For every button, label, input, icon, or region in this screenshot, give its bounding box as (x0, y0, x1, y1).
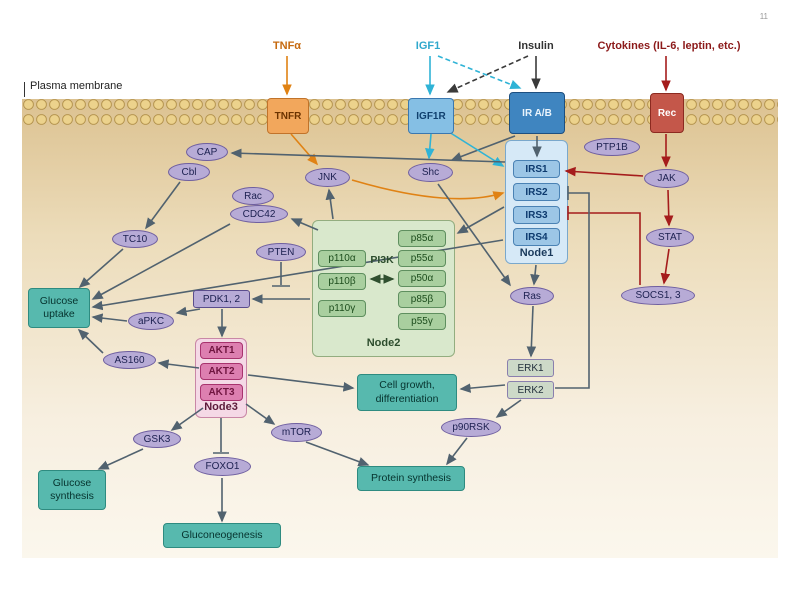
node-p110a: p110α (318, 250, 366, 267)
node-jak: JAK (644, 169, 689, 188)
node-akt3: AKT3 (200, 384, 243, 401)
node-mtor: mTOR (271, 423, 322, 442)
arrow-jak-stat (663, 189, 674, 227)
arrow-node2-cdc42 (290, 218, 319, 231)
arrow-ir-cap-cbl (230, 148, 506, 163)
node2-title: Node2 (366, 337, 401, 349)
node-p50a: p50α (398, 270, 446, 287)
arrow-erk2-p90rsk (495, 399, 522, 418)
receptor-ir-ab: IR A/B (509, 92, 565, 134)
arrow-erk-cell-growth (459, 383, 506, 393)
node-socs: SOCS1, 3 (621, 286, 695, 305)
arrow-igf1r-shc (425, 133, 435, 160)
node3-title: Node3 (204, 401, 238, 413)
arrow-jnk-irs (351, 179, 505, 201)
inhibit-socs-irs (567, 206, 641, 285)
arrow-as160-glucose-uptake (77, 328, 104, 354)
node-p110b: p110β (318, 273, 366, 290)
node-p85b: p85β (398, 291, 446, 308)
node-stat: STAT (646, 228, 694, 247)
node-pten: PTEN (256, 243, 306, 261)
arrow-jak-irs1 (564, 166, 644, 177)
process-cell-growth: Cell growth, differentiation (357, 374, 457, 411)
receptor-rec: Rec (650, 93, 684, 133)
node-p110g: p110γ (318, 300, 366, 317)
membrane-label-tick (24, 82, 25, 97)
arrow-cbl-tc10 (145, 181, 181, 230)
node-irs4: IRS4 (513, 228, 560, 246)
node-cdc42: CDC42 (230, 205, 288, 223)
pi3k-label: PI3K (370, 254, 394, 266)
node-erk1: ERK1 (507, 359, 554, 377)
arrow-node1-ras (530, 264, 540, 286)
node-foxo1: FOXO1 (194, 457, 251, 476)
arrow-shc-ras (437, 183, 511, 287)
node-pdk12: PDK1, 2 (193, 290, 250, 308)
arrow-p90rsk-protein-synthesis (446, 437, 468, 466)
node-p55g: p55γ (398, 313, 446, 330)
arrow-insulin-igf1r-dashed (446, 55, 529, 93)
node-gsk3: GSK3 (133, 430, 181, 448)
node-irs2: IRS2 (513, 183, 560, 201)
node-akt1: AKT1 (200, 342, 243, 359)
node-apkc: aPKC (128, 312, 174, 330)
arrow-igf1r-node1 (448, 131, 505, 167)
ligand-igf1-label: IGF1 (415, 40, 441, 52)
receptor-igf1r: IGF1R (408, 98, 454, 134)
node-irs3: IRS3 (513, 206, 560, 224)
node-ras: Ras (510, 287, 554, 305)
process-glucose-synthesis: Glucose synthesis (38, 470, 106, 510)
inhibit-erk-irs-feedback (555, 186, 590, 389)
arrow-mtor-protein-synthesis (305, 441, 370, 467)
arrow-pdk-apkc (175, 306, 201, 317)
arrow-gsk3-glucose-synthesis (97, 448, 144, 470)
node-cap: CAP (186, 143, 228, 161)
arrow-ir-shc (450, 135, 516, 162)
arrow-node3-mtor (245, 403, 276, 425)
node-ptp1b: PTP1B (584, 138, 640, 156)
arrow-apkc-glucose-uptake (91, 313, 128, 323)
node-p90rsk: p90RSK (441, 418, 501, 437)
node-p85a: p85α (398, 230, 446, 247)
process-glucose-uptake: Glucose uptake (28, 288, 90, 328)
receptor-tnfr: TNFR (267, 98, 309, 134)
plasma-membrane-label: Plasma membrane (30, 80, 123, 92)
node-jnk: JNK (305, 168, 350, 187)
arrow-akt-as160 (157, 359, 200, 369)
arrow-tnfr-jnk (290, 133, 319, 166)
process-protein-synthesis: Protein synthesis (357, 466, 465, 491)
arrow-igf1-ir-dashed (437, 55, 522, 89)
node-p55a: p55α (398, 250, 446, 267)
node-tc10: TC10 (112, 230, 158, 248)
arrow-tc10-glucose-uptake (78, 248, 124, 289)
node-irs1: IRS1 (513, 160, 560, 178)
inhibit-pten-pdk (272, 262, 290, 287)
node1-title: Node1 (519, 247, 554, 259)
arrow-ras-erk1 (526, 305, 537, 358)
inhibit-akt-foxo1 (213, 418, 229, 454)
arrow-akt-gsk3 (170, 407, 204, 431)
arrow-stat-socs (660, 248, 671, 285)
node-rac: Rac (232, 187, 274, 205)
page-number: 11 (759, 12, 768, 21)
node-akt2: AKT2 (200, 363, 243, 380)
arrow-cdc42-glucose-uptake (91, 223, 231, 300)
node-as160: AS160 (103, 351, 156, 369)
ligand-insulin-label: Insulin (518, 40, 554, 52)
process-gluconeogenesis: Gluconeogenesis (163, 523, 281, 548)
arrow-akt-cell-growth (247, 374, 355, 392)
ligand-cytokines-label: Cytokines (IL-6, leptin, etc.) (597, 40, 741, 52)
ligand-tnfa-label: TNFα (272, 40, 302, 52)
node-erk2: ERK2 (507, 381, 554, 399)
arrow-node2-jnk (325, 188, 336, 220)
arrow-irs-node2 (456, 206, 505, 234)
node-shc: Shc (408, 163, 453, 182)
node-cbl: Cbl (168, 163, 210, 181)
